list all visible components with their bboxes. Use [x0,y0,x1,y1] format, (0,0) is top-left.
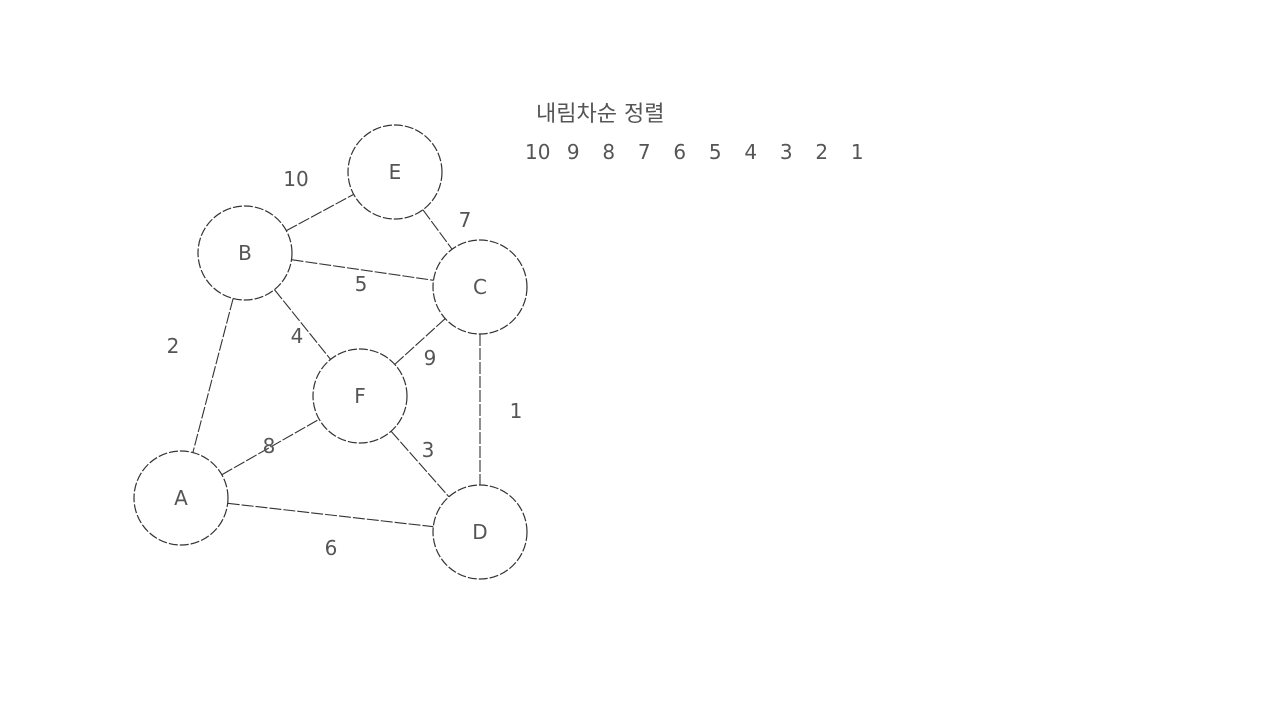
edges-layer [192,193,481,528]
node-label-F: F [354,384,366,408]
sorted-weight-2: 9 [566,140,580,164]
edge-weight-B-F: 4 [291,324,304,348]
edge-E-C [422,209,453,250]
edge-weight-B-A: 2 [167,334,180,358]
edge-weight-A-F: 8 [263,434,276,458]
node-E: E [347,124,443,220]
edge-B-F [274,289,331,360]
node-label-B: B [238,241,252,265]
node-D: D [432,484,528,580]
node-circle-A [133,450,229,546]
weights-layer: 10 7 5 2 4 9 1 8 3 6 [167,167,523,560]
node-circle-C [432,239,528,335]
sorted-weight-8: 3 [779,140,793,164]
sort-title: 내림차순 정렬 [536,102,665,127]
nodes-layer: E B C F A D [133,124,528,580]
edge-A-F [221,418,320,476]
sorted-weight-10: 1 [850,140,864,164]
edge-A-D [227,502,434,528]
node-label-E: E [389,160,402,184]
edge-B-E [286,193,354,232]
edge-weight-B-E: 10 [283,167,308,191]
sorted-weight-5: 6 [673,140,687,164]
edge-weight-B-C: 5 [355,272,368,296]
node-A: A [133,450,229,546]
edge-weight-C-D: 1 [510,399,523,423]
edge-weight-F-C: 9 [424,346,437,370]
node-label-C: C [473,275,487,299]
node-circle-B [197,205,293,301]
sorted-weight-1: 10 [525,140,551,164]
node-F: F [312,348,408,444]
edge-weight-E-C: 7 [459,208,472,232]
node-label-A: A [174,486,188,510]
sorted-weight-7: 4 [744,140,758,164]
node-B: B [197,205,293,301]
edge-F-D [390,430,450,498]
edge-weight-F-D: 3 [422,438,435,462]
edge-B-A [192,298,234,453]
sorted-weight-3: 8 [602,140,616,164]
node-C: C [432,239,528,335]
edge-weight-A-D: 6 [325,536,338,560]
sorted-weight-9: 2 [815,140,829,164]
node-circle-E [347,124,443,220]
node-label-D: D [472,520,487,544]
edge-B-C [291,259,434,281]
node-circle-D [432,484,528,580]
edge-F-C [394,318,446,365]
node-circle-F [312,348,408,444]
sorted-weight-6: 5 [708,140,722,164]
sorted-weight-4: 7 [637,140,651,164]
